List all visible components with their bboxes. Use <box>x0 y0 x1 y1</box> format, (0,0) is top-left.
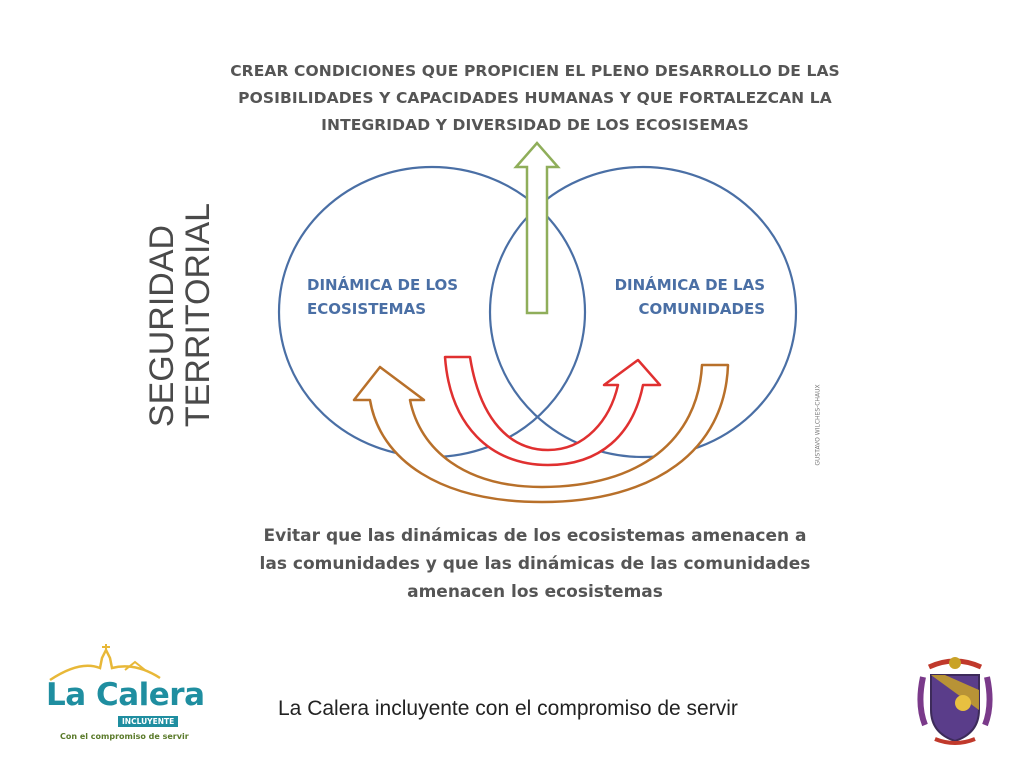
footer-text: La Calera incluyente con el compromiso d… <box>278 697 738 720</box>
logo-subtitle: INCLUYENTE <box>118 716 179 727</box>
logo-tagline: Con el compromiso de servir <box>60 732 189 741</box>
bottom-objective-text: Evitar que las dinámicas de los ecosiste… <box>245 522 825 606</box>
communities-label-line: COMUNIDADES <box>638 300 765 318</box>
vertical-label-line: TERRITORIAL <box>179 202 217 428</box>
bottom-text-line: Evitar que las dinámicas de los ecosiste… <box>263 526 807 546</box>
top-text-line: POSIBILIDADES Y CAPACIDADES HUMANAS Y QU… <box>238 89 832 107</box>
author-signature: GUSTAVO WILCHES-CHAUX <box>814 384 822 466</box>
seguridad-territorial-label: SEGURIDAD TERRITORIAL <box>143 202 217 428</box>
ecosystems-label: DINÁMICA DE LOS ECOSISTEMAS <box>307 273 458 321</box>
vertical-label-line: SEGURIDAD <box>143 224 181 428</box>
communities-label: DINÁMICA DE LAS COMUNIDADES <box>610 273 765 321</box>
communities-label-line: DINÁMICA DE LAS <box>614 276 765 294</box>
top-text-line: CREAR CONDICIONES QUE PROPICIEN EL PLENO… <box>230 62 840 80</box>
bottom-text-line: las comunidades y que las dinámicas de l… <box>259 554 811 574</box>
top-text-line: INTEGRIDAD Y DIVERSIDAD DE LOS ECOSISEMA… <box>321 116 749 134</box>
right-circle <box>488 165 798 459</box>
brown-arrow <box>352 363 730 504</box>
up-arrow <box>513 141 561 315</box>
town-skyline-icon <box>49 644 161 682</box>
top-objective-text: CREAR CONDICIONES QUE PROPICIEN EL PLENO… <box>225 58 845 139</box>
coat-of-arms-icon <box>915 655 995 750</box>
logo-title: La Calera <box>46 677 205 713</box>
ecosystems-label-line: ECOSISTEMAS <box>307 300 427 318</box>
red-arrow <box>443 355 662 467</box>
bottom-text-line: amenacen los ecosistemas <box>407 582 663 602</box>
la-calera-logo: La Calera INCLUYENTE Con el compromiso d… <box>40 640 205 750</box>
ecosystems-label-line: DINÁMICA DE LOS <box>307 276 459 294</box>
